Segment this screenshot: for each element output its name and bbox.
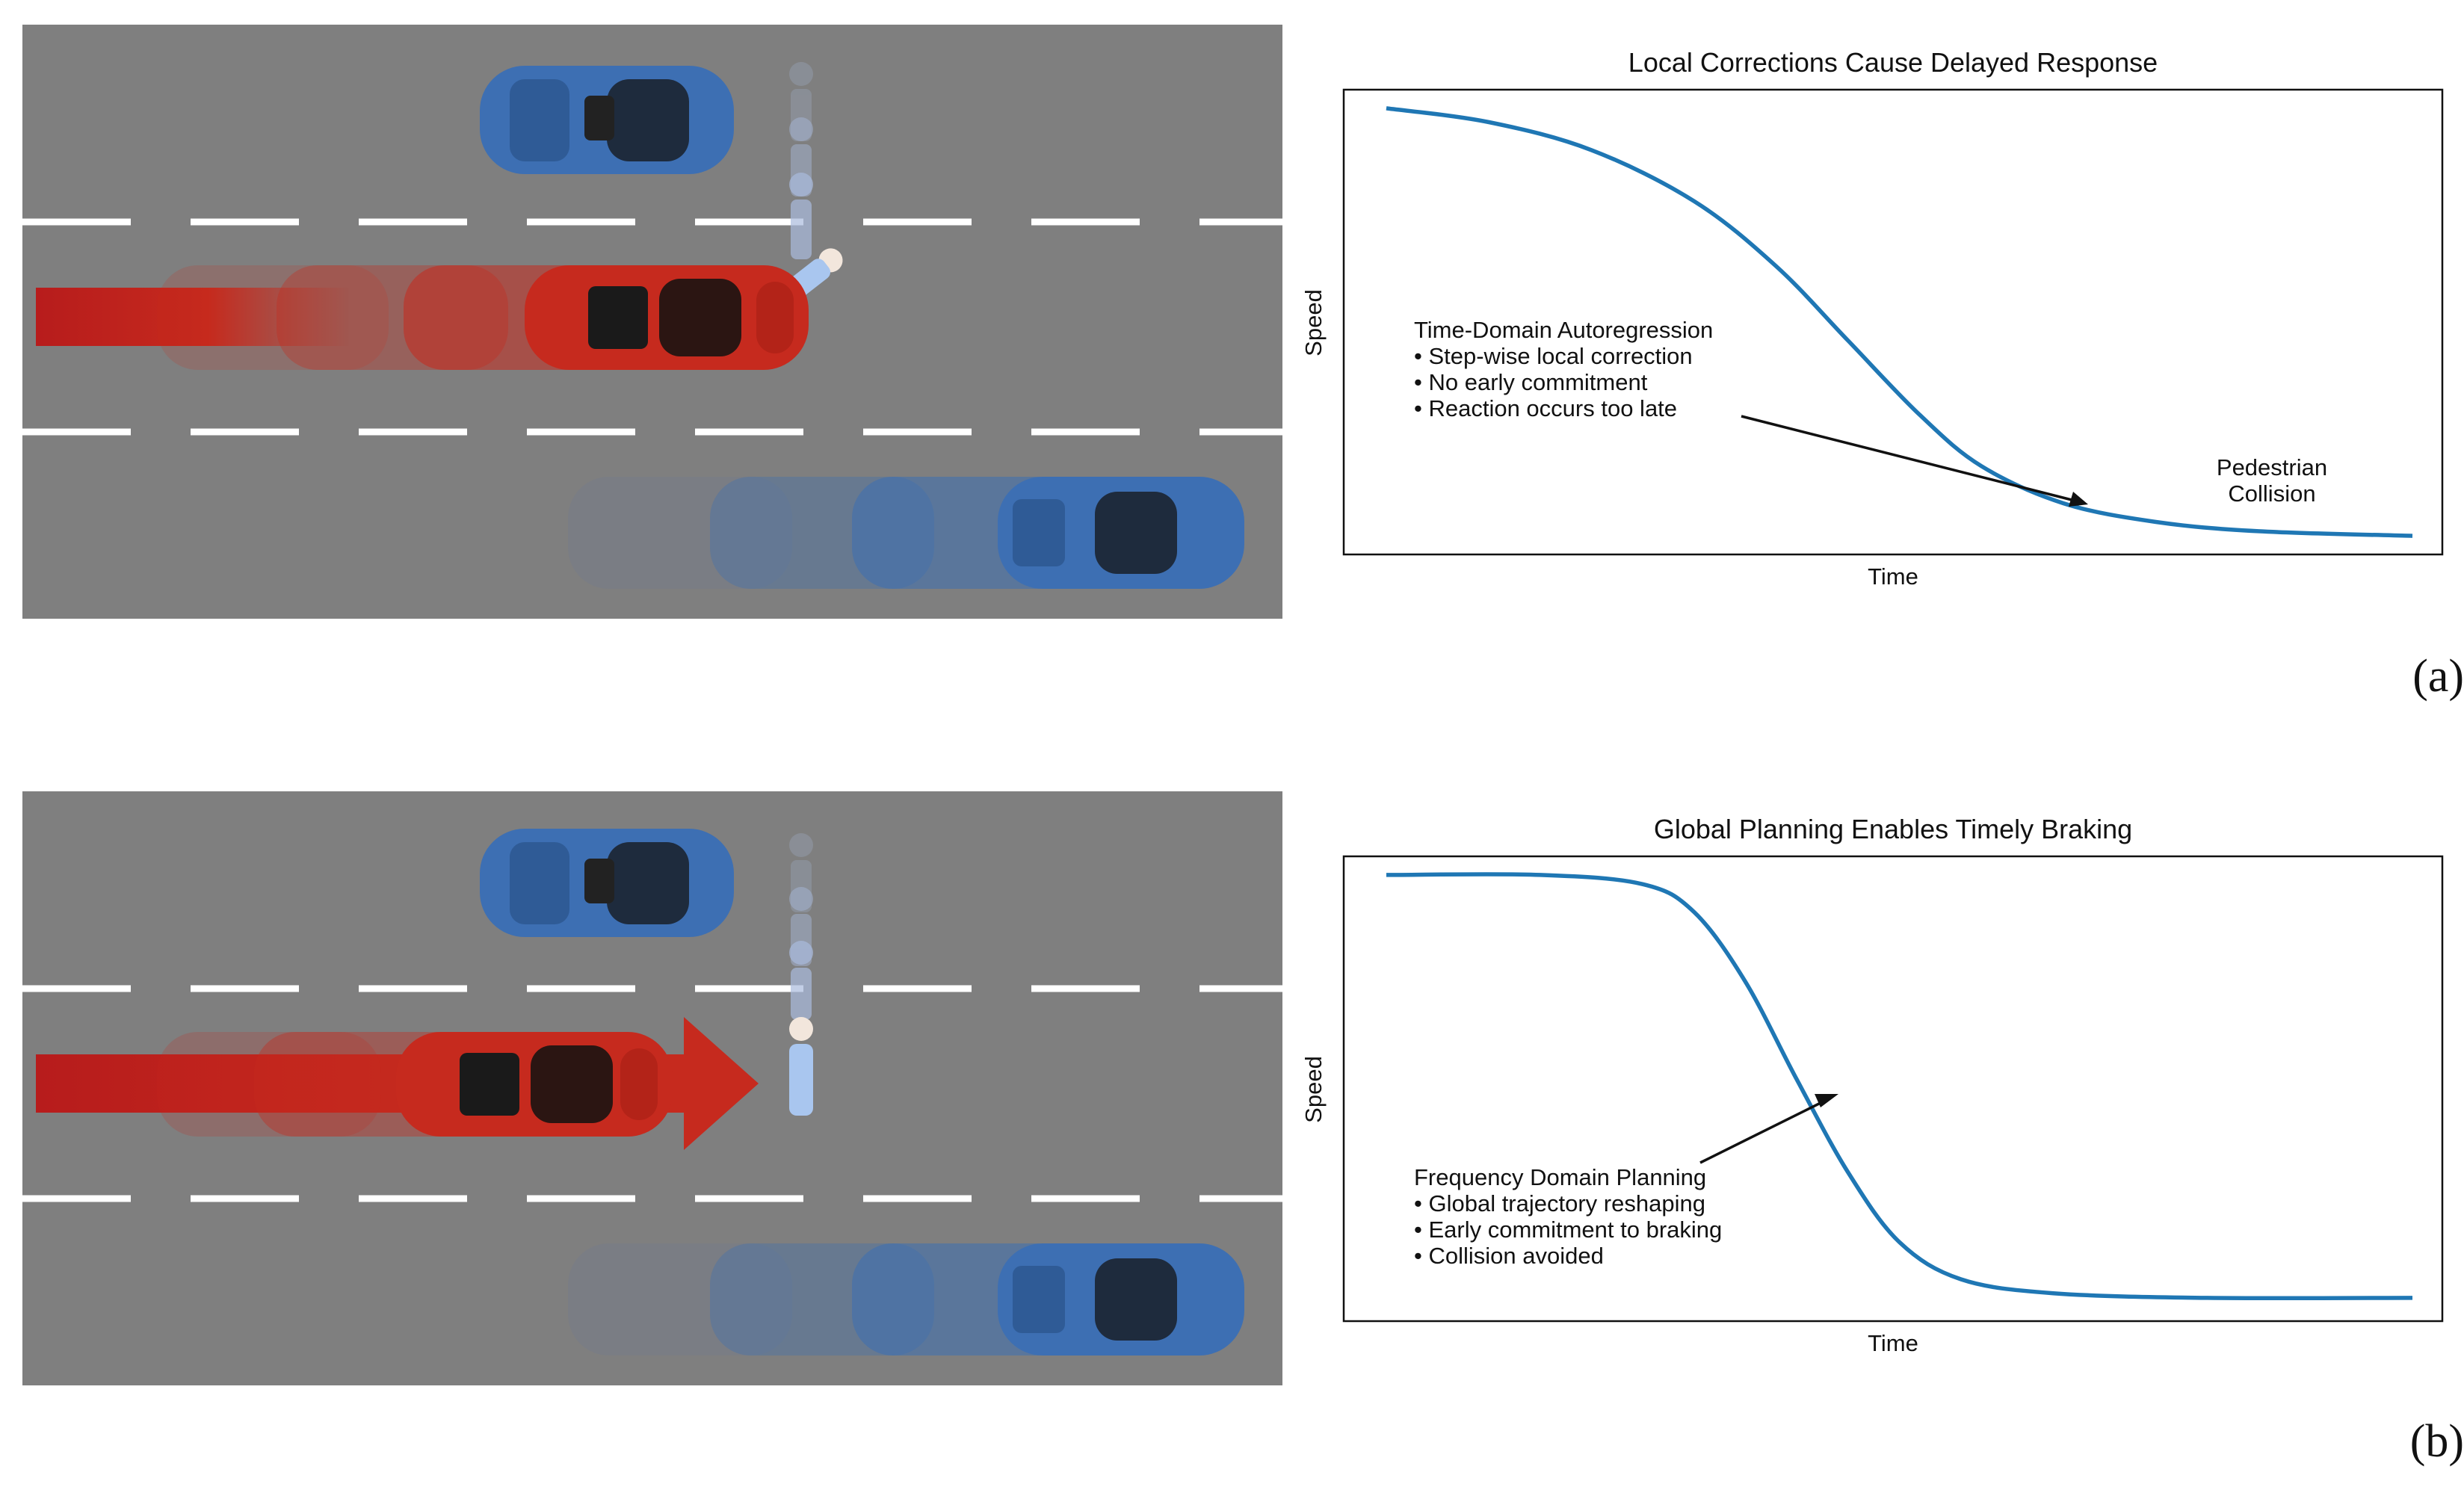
annotation-line: • Step-wise local correction — [1414, 343, 1693, 369]
oncoming-car — [998, 477, 1244, 589]
panel-b: Global Planning Enables Timely Braking T… — [0, 767, 2464, 1490]
road-scene-svg-b — [22, 791, 1282, 1385]
pedestrian — [789, 1017, 813, 1116]
annotation-line: • Global trajectory reshaping — [1414, 1190, 1705, 1217]
annotation-line: • Reaction occurs too late — [1414, 395, 1677, 421]
annotation-line: • Early commitment to braking — [1414, 1217, 1722, 1243]
speed-chart-b: Global Planning Enables Timely Braking T… — [1285, 767, 2464, 1379]
annotation-line: Time-Domain Autoregression — [1414, 317, 1713, 343]
ego-car-ghosts — [157, 265, 635, 370]
annotation-arrow — [1699, 1094, 1838, 1164]
speed-curve — [1386, 872, 2413, 1301]
annotation-line: Collision — [2228, 480, 2315, 507]
y-axis-label: Speed — [1300, 1056, 1327, 1123]
panel-label-text: (b) — [2409, 1416, 2464, 1467]
oncoming-car — [998, 1243, 1244, 1355]
panel-label-text: (a) — [2412, 651, 2464, 702]
road-scene-b — [22, 791, 1282, 1385]
x-axis-label: Time — [1868, 1330, 1918, 1356]
annotation-method: Time-Domain Autoregression • Step-wise l… — [1414, 317, 1713, 421]
speed-chart-svg-b: Global Planning Enables Timely Braking T… — [1300, 814, 2444, 1356]
y-axis-label: Speed — [1300, 289, 1327, 356]
annotation-method: Frequency Domain Planning • Global traje… — [1414, 1164, 1722, 1269]
panel-a: Local Corrections Cause Delayed Response… — [22, 0, 2464, 703]
road-scene-a — [22, 25, 1282, 619]
x-axis-label: Time — [1868, 563, 1918, 590]
parked-car — [480, 66, 734, 174]
panel-label-a: (a) — [1196, 650, 2464, 703]
speed-chart-svg-a: Local Corrections Cause Delayed Response… — [1300, 47, 2444, 590]
road-scene-svg-a — [22, 25, 1282, 619]
annotation-line: • No early commitment — [1414, 369, 1648, 395]
plot-frame — [1342, 855, 2444, 1323]
pedestrian-trace — [789, 833, 813, 1020]
annotation-line: Frequency Domain Planning — [1414, 1164, 1706, 1190]
annotation-line: • Collision avoided — [1414, 1243, 1604, 1269]
plot-frame — [1342, 88, 2444, 556]
annotation-arrow — [1741, 415, 2088, 507]
ego-car — [396, 1032, 673, 1137]
annotation-line: Pedestrian — [2217, 454, 2327, 480]
annotation-collision: Pedestrian Collision — [2217, 454, 2327, 507]
panel-label-b: (b) — [1196, 1415, 2464, 1468]
speed-curve — [1386, 106, 2413, 538]
ego-car — [525, 265, 809, 370]
chart-title: Local Corrections Cause Delayed Response — [1628, 47, 2158, 78]
pedestrian-trace — [789, 62, 813, 259]
chart-title: Global Planning Enables Timely Braking — [1654, 814, 2132, 844]
parked-car — [480, 829, 734, 937]
ego-trajectory-bar — [36, 288, 350, 346]
speed-chart-a: Local Corrections Cause Delayed Response… — [1285, 0, 2464, 613]
